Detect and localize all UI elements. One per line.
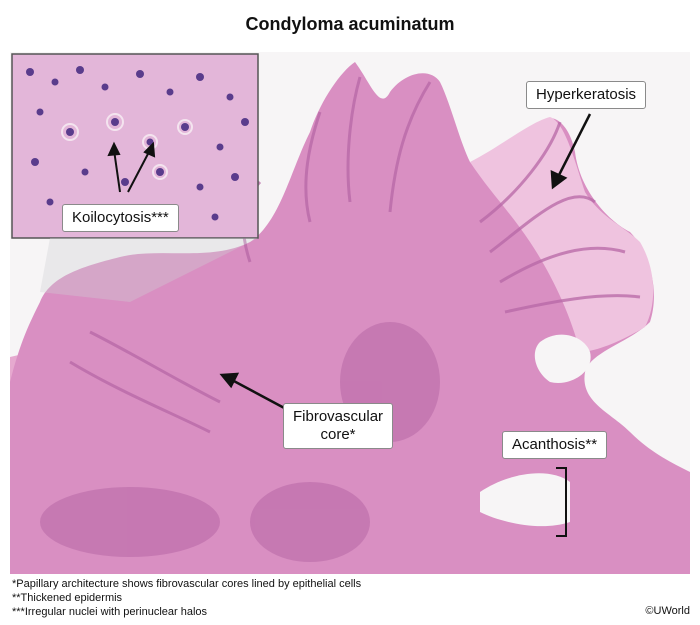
hyperkeratosis-text: Hyperkeratosis — [536, 86, 637, 103]
copyright-text: ©UWorld — [645, 605, 690, 617]
histology-image — [10, 53, 690, 574]
acanthosis-label: Acanthosis** — [502, 431, 608, 459]
figure-title: Condyloma acuminatum — [245, 14, 455, 34]
fibrovascular-text-line1: Fibrovascular — [293, 408, 384, 425]
keratin-fronds — [470, 117, 654, 352]
footnote-thickened: **Thickened epidermis — [12, 592, 123, 604]
hyperkeratosis-label: Hyperkeratosis — [526, 81, 647, 109]
koilocytosis-label: Koilocytosis*** — [62, 204, 179, 232]
fibrovascular-core-label: Fibrovascular core* — [283, 403, 394, 449]
footnote-papillary: *Papillary architecture shows fibrovascu… — [12, 578, 362, 590]
inset-nuclei — [26, 66, 249, 221]
gaps — [480, 334, 591, 527]
histology-slide — [10, 52, 690, 574]
hyperkeratosis-arrow — [550, 113, 592, 190]
acanthosis-bracket — [556, 467, 567, 537]
fibrovascular-text-line2: core* — [320, 426, 356, 443]
acanthosis-text: Acanthosis** — [512, 436, 598, 453]
koilocytosis-text: Koilocytosis*** — [72, 209, 169, 226]
fibrovascular-arrow — [219, 372, 289, 412]
footnote-nuclei: ***Irregular nuclei with perinuclear hal… — [12, 606, 208, 618]
koilocytosis-arrows — [107, 141, 156, 193]
